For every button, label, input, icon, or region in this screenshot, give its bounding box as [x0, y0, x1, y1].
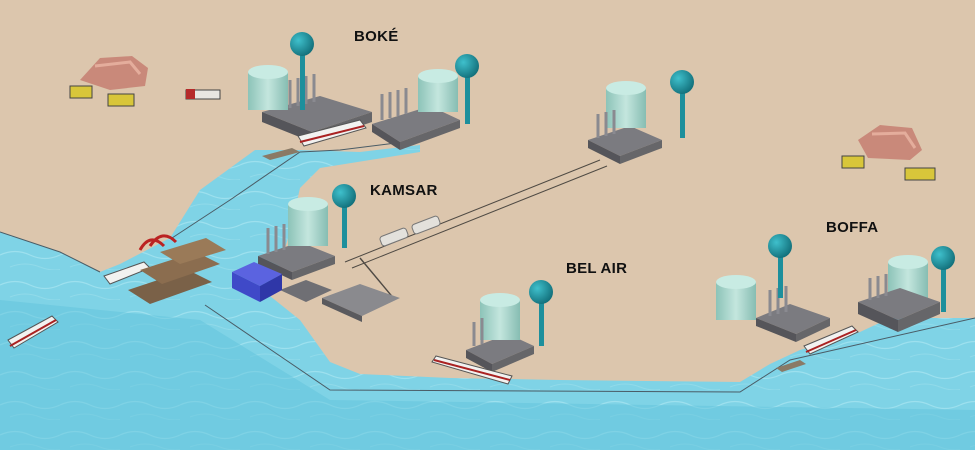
water-tower-boffa-east: [931, 246, 955, 312]
ship-bel-air: [431, 355, 513, 385]
ore-pile-boffa: [858, 125, 922, 160]
coastal-water: [0, 145, 975, 450]
water-tower-boke-east: [455, 54, 479, 124]
haul-trucks-boke: [69, 85, 221, 107]
plant-boffa-west: [716, 275, 830, 342]
plant-kamsar: [258, 197, 400, 322]
water-tower-boffa-west: [768, 234, 792, 298]
label-kamsar: KAMSAR: [370, 182, 438, 199]
plant-boke-east: [372, 69, 460, 150]
water-tower-inland: [670, 70, 694, 138]
water-tower-bel-air: [529, 280, 553, 346]
plant-bel-air: [466, 293, 534, 372]
ore-pile-boke: [80, 56, 148, 90]
ship-boffa: [776, 325, 859, 372]
barge-boke: [262, 148, 300, 160]
plant-boffa-east: [858, 255, 940, 332]
water-tower-kamsar: [332, 184, 356, 248]
haul-trucks-boffa: [841, 155, 936, 181]
label-bel-air: BEL AIR: [566, 260, 628, 277]
label-boke: BOKÉ: [354, 28, 399, 45]
label-boffa: BOFFA: [826, 219, 879, 236]
barges-kamsar: [128, 234, 226, 304]
ship-open-sea: [7, 315, 59, 349]
water-tower-boke-west: [290, 32, 314, 110]
train: [379, 215, 441, 247]
warehouse-kamsar: [232, 262, 282, 302]
ship-boke: [297, 119, 367, 147]
plant-inland: [588, 81, 662, 164]
